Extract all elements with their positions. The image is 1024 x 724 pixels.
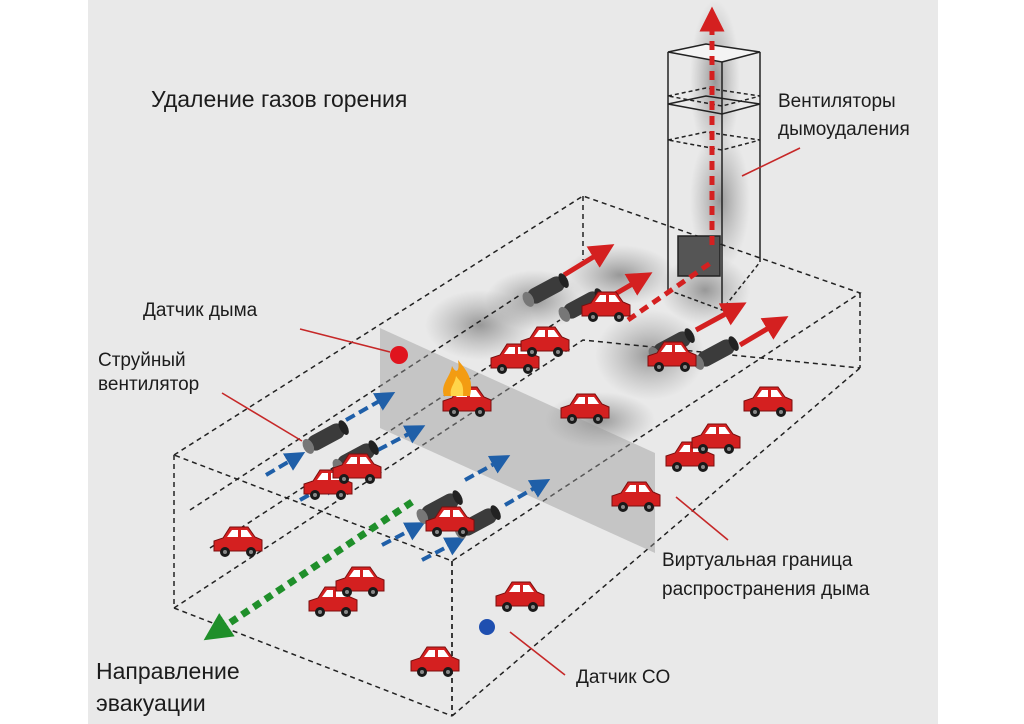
car-icon bbox=[691, 423, 741, 455]
smoke-sensor-dot bbox=[390, 346, 408, 364]
car-icon bbox=[335, 566, 385, 598]
virtual-boundary-label-line2: распространения дыма bbox=[662, 579, 870, 600]
exhaust-fans-label-line1: Вентиляторы bbox=[778, 91, 896, 112]
jet-fan-label-line1: Струйный bbox=[98, 350, 186, 371]
fire-icon bbox=[443, 360, 472, 396]
virtual-boundary-label-line1: Виртуальная граница bbox=[662, 550, 853, 571]
exhaust-fans-label-line2: дымоудаления bbox=[778, 119, 910, 140]
jet-fan-icon bbox=[300, 418, 351, 456]
car-icon bbox=[743, 386, 793, 418]
co-sensor-label: Датчик CO bbox=[576, 667, 671, 688]
evacuation-label-line1: Направление bbox=[96, 658, 240, 684]
jet-fan-label-line2: вентилятор bbox=[98, 374, 200, 395]
smoke-sensor-label: Датчик дыма bbox=[143, 300, 258, 321]
evacuation-label-line2: эвакуации bbox=[96, 690, 206, 716]
car-icon bbox=[495, 581, 545, 613]
evacuation-arrow bbox=[203, 499, 414, 641]
co-sensor-dot bbox=[479, 619, 495, 635]
diagram-title: Удаление газов горения bbox=[151, 86, 408, 112]
leader-lines bbox=[221, 147, 801, 676]
car-icon bbox=[213, 526, 263, 558]
